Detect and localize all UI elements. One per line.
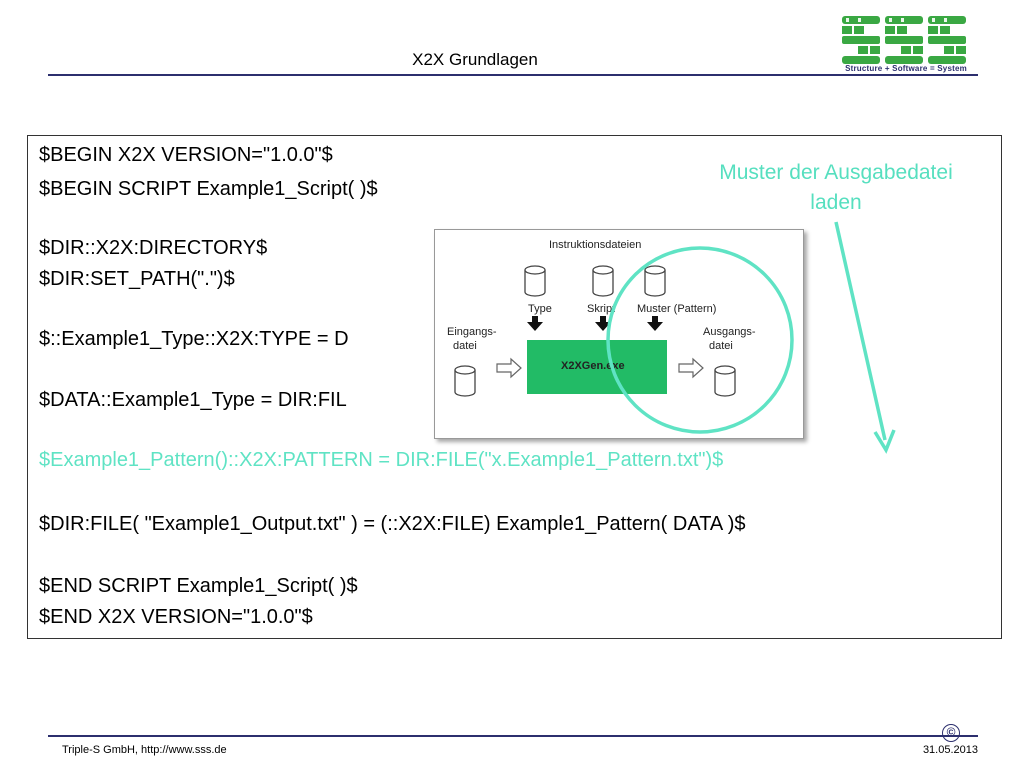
input-file-label-2: datei [453, 340, 477, 352]
code-line-highlighted: $Example1_Pattern()::X2X:PATTERN = DIR:F… [39, 449, 724, 471]
code-line: $::Example1_Type::X2X:TYPE = D [39, 328, 349, 350]
code-line: $DATA::Example1_Type = DIR:FIL [39, 389, 347, 411]
callout-line-2: laden [810, 191, 862, 214]
type-label: Type [528, 303, 552, 315]
input-file-label-1: Eingangs- [447, 326, 497, 338]
down-arrow-icons [527, 316, 663, 331]
callout-line-1: Muster der Ausgabedatei [719, 161, 953, 184]
logo-letter-s-3 [928, 16, 966, 64]
skript-label: Skript [587, 303, 616, 315]
code-line: $DIR:SET_PATH(".")$ [39, 268, 235, 290]
footer-date: 31.05.2013 [922, 744, 978, 756]
code-box [27, 135, 1002, 639]
code-line: $END SCRIPT Example1_Script( )$ [39, 575, 358, 597]
logo-letter-s-1 [842, 16, 880, 64]
code-line: $BEGIN SCRIPT Example1_Script( )$ [39, 178, 378, 200]
copyright-icon: © [942, 724, 960, 742]
header-divider [48, 74, 978, 76]
x2x-flow-diagram: Instruktionsdateien Type [434, 229, 804, 439]
input-database-icon [454, 365, 476, 397]
logo-tagline: Structure + Software = System [845, 64, 967, 73]
callout-text: Muster der Ausgabedatei laden [686, 158, 986, 218]
output-file-label-2: datei [709, 340, 733, 352]
footer-divider [48, 735, 978, 737]
code-line: $BEGIN X2X VERSION="1.0.0"$ [39, 144, 333, 166]
skript-database-icon [592, 265, 614, 297]
footer-company: Triple-S GmbH, http://www.sss.de [62, 744, 227, 756]
output-database-icon [714, 365, 736, 397]
code-line: $DIR::X2X:DIRECTORY$ [39, 237, 268, 259]
muster-database-icon [644, 265, 666, 297]
code-line: $END X2X VERSION="1.0.0"$ [39, 606, 313, 628]
x2xgen-label: X2XGen.exe [561, 360, 625, 372]
logo-letter-s-2 [885, 16, 923, 64]
code-line: $DIR:FILE( "Example1_Output.txt" ) = (::… [39, 513, 746, 535]
page-title: X2X Grundlagen [412, 50, 538, 69]
muster-label: Muster (Pattern) [637, 303, 717, 315]
type-database-icon [524, 265, 546, 297]
sss-logo-icon [842, 16, 966, 64]
output-file-label-1: Ausgangs- [703, 326, 756, 338]
